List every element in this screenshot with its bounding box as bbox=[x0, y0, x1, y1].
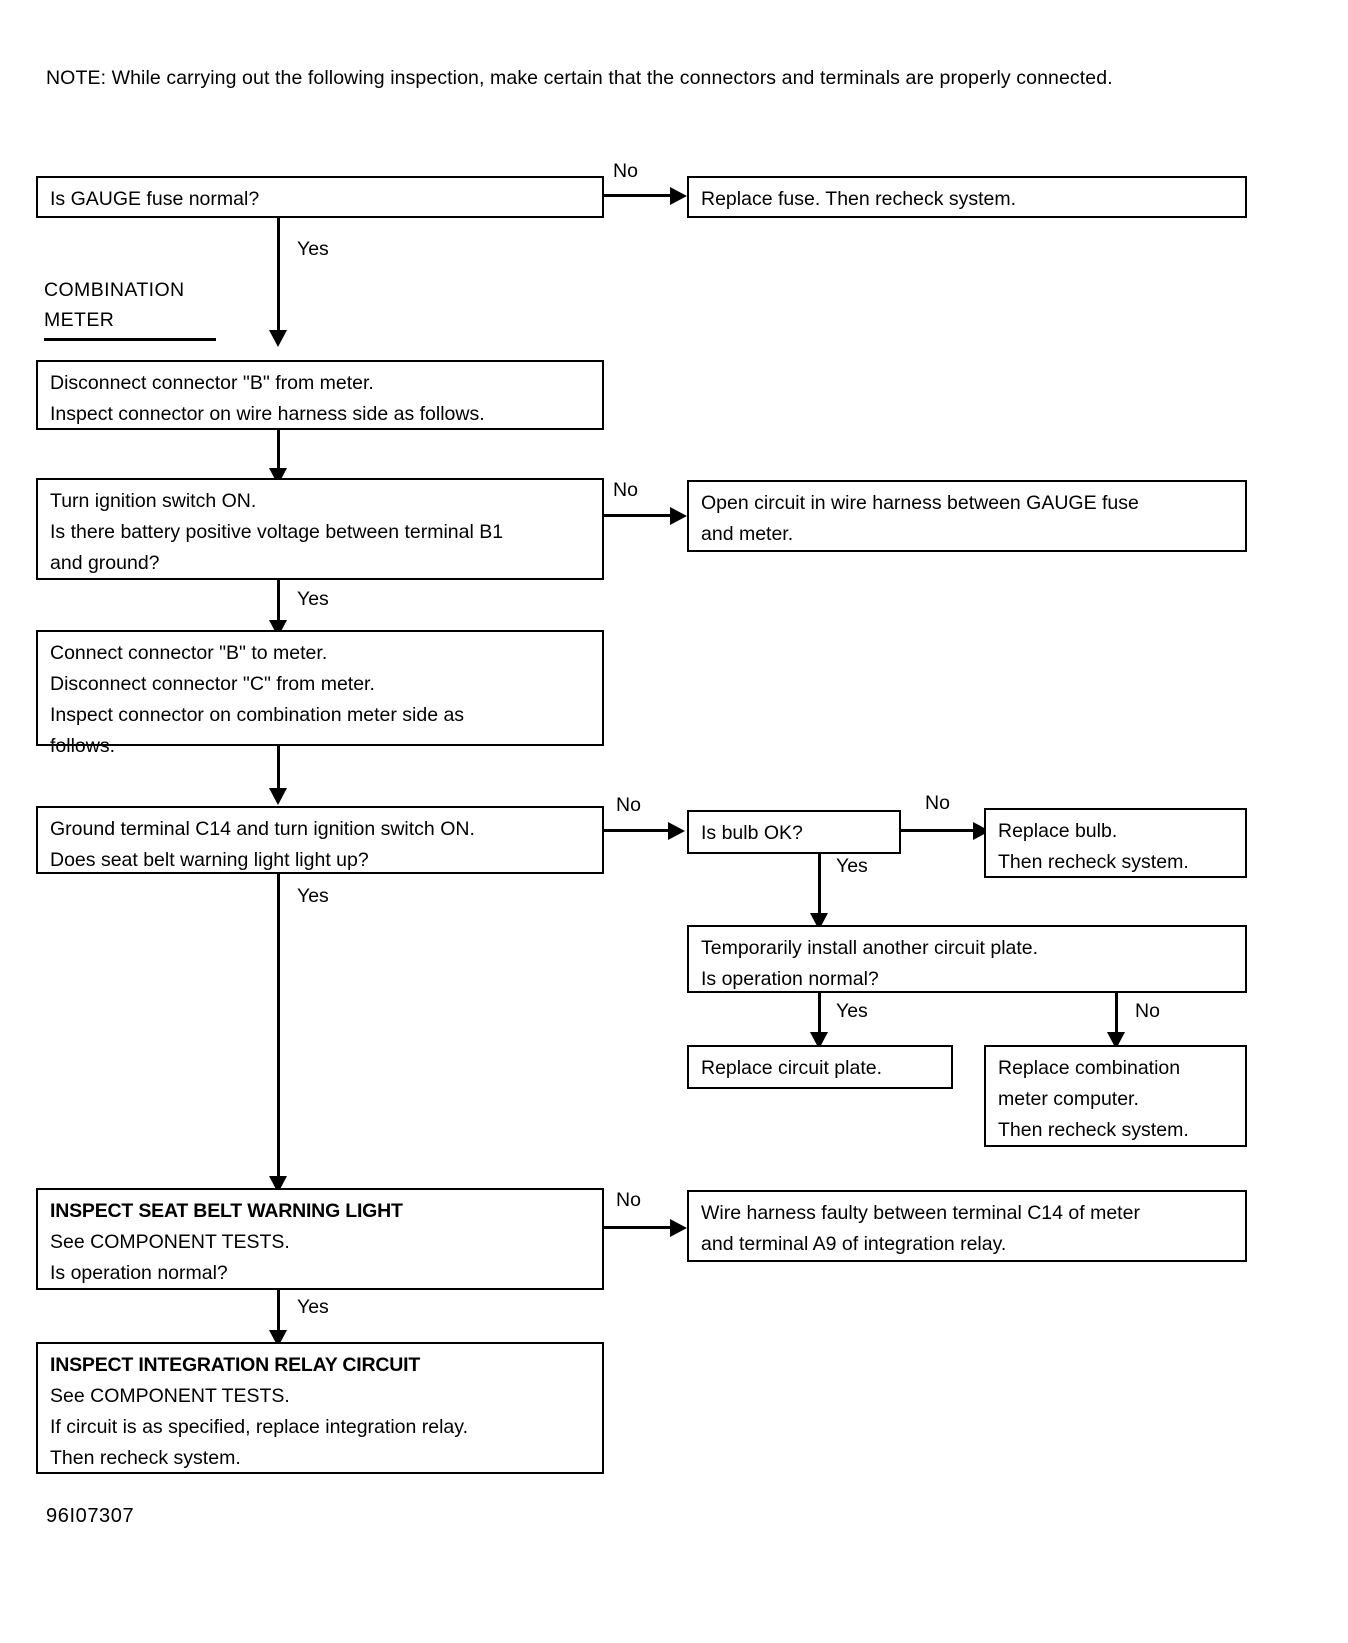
node-inspect-seat-belt-line3: Is operation normal? bbox=[50, 1262, 228, 1284]
node-inspect-integration-relay-line3: If circuit is as specified, replace inte… bbox=[50, 1416, 468, 1438]
node-replace-bulb-line2: Then recheck system. bbox=[998, 851, 1189, 873]
note-text: NOTE: While carrying out the following i… bbox=[46, 67, 1113, 89]
node-ground-c14-line2: Does seat belt warning light light up? bbox=[50, 849, 369, 871]
node-ignition-b1-line3: and ground? bbox=[50, 552, 160, 574]
node-inspect-integration-relay-line2: See COMPONENT TESTS. bbox=[50, 1385, 290, 1407]
arrowhead-down-6 bbox=[810, 1032, 828, 1049]
branch-label-yes-1: Yes bbox=[297, 238, 329, 260]
connector-bulb-to-replace-bulb bbox=[901, 829, 977, 832]
branch-label-yes-4: Yes bbox=[836, 1000, 868, 1022]
node-inspect-seat-belt-line1: INSPECT SEAT BELT WARNING LIGHT bbox=[50, 1200, 403, 1222]
node-bulb-ok-line1: Is bulb OK? bbox=[701, 822, 803, 844]
connector-connect-c-to-ground-c14 bbox=[277, 746, 280, 796]
branch-label-no-2: No bbox=[613, 479, 638, 501]
node-gauge-fuse[interactable]: Is GAUGE fuse normal? bbox=[36, 176, 604, 218]
arrowhead-right-1 bbox=[670, 187, 687, 205]
arrowhead-down-1 bbox=[269, 330, 287, 347]
node-circuit-plate[interactable]: Temporarily install another circuit plat… bbox=[687, 925, 1247, 993]
node-inspect-integration-relay-line4: Then recheck system. bbox=[50, 1447, 241, 1469]
node-replace-meter-computer[interactable]: Replace combination meter computer. Then… bbox=[984, 1045, 1247, 1147]
connector-ground-c14-to-bulb bbox=[604, 829, 672, 832]
node-bulb-ok[interactable]: Is bulb OK? bbox=[687, 810, 901, 854]
branch-label-yes-2: Yes bbox=[297, 588, 329, 610]
node-ground-c14-line1: Ground terminal C14 and turn ignition sw… bbox=[50, 818, 475, 840]
connector-bulb-to-circuit-plate bbox=[818, 854, 821, 922]
arrowhead-down-4 bbox=[269, 788, 287, 805]
node-open-circuit-line1: Open circuit in wire harness between GAU… bbox=[701, 492, 1139, 514]
node-connect-c-line2: Disconnect connector "C" from meter. bbox=[50, 673, 375, 695]
node-disconnect-b-line2: Inspect connector on wire harness side a… bbox=[50, 403, 485, 425]
node-open-circuit[interactable]: Open circuit in wire harness between GAU… bbox=[687, 480, 1247, 552]
node-replace-fuse-line1: Replace fuse. Then recheck system. bbox=[701, 188, 1017, 210]
node-connect-c[interactable]: Connect connector "B" to meter. Disconne… bbox=[36, 630, 604, 757]
node-open-circuit-line2: and meter. bbox=[701, 523, 794, 545]
connector-gauge-to-replace-fuse bbox=[604, 194, 674, 197]
node-replace-bulb-line1: Replace bulb. bbox=[998, 820, 1118, 842]
node-replace-circuit-plate[interactable]: Replace circuit plate. bbox=[687, 1045, 953, 1089]
arrowhead-right-3 bbox=[668, 822, 685, 840]
section-label-combination-meter: COMBINATION METER bbox=[44, 275, 216, 341]
connector-gauge-to-disconnect-b bbox=[277, 218, 280, 338]
branch-label-no-6: No bbox=[616, 1189, 641, 1211]
node-wire-harness-faulty[interactable]: Wire harness faulty between terminal C14… bbox=[687, 1190, 1247, 1262]
node-replace-fuse[interactable]: Replace fuse. Then recheck system. bbox=[687, 176, 1247, 218]
node-circuit-plate-line2: Is operation normal? bbox=[701, 968, 879, 990]
arrowhead-right-5 bbox=[670, 1219, 687, 1237]
branch-label-yes-5: Yes bbox=[297, 885, 329, 907]
connector-seat-belt-to-wire-harness bbox=[604, 1226, 674, 1229]
connector-seat-belt-to-integration-relay bbox=[277, 1290, 280, 1338]
branch-label-no-4: No bbox=[925, 792, 950, 814]
node-replace-meter-computer-line1: Replace combination bbox=[998, 1057, 1181, 1079]
branch-label-yes-3: Yes bbox=[836, 855, 868, 877]
node-inspect-seat-belt[interactable]: INSPECT SEAT BELT WARNING LIGHT See COMP… bbox=[36, 1188, 604, 1290]
branch-label-yes-6: Yes bbox=[297, 1296, 329, 1318]
branch-label-no-3: No bbox=[616, 794, 641, 816]
node-ignition-b1-line2: Is there battery positive voltage betwee… bbox=[50, 521, 504, 543]
node-disconnect-b-line1: Disconnect connector "B" from meter. bbox=[50, 372, 374, 394]
node-wire-harness-faulty-line2: and terminal A9 of integration relay. bbox=[701, 1233, 1007, 1255]
node-wire-harness-faulty-line1: Wire harness faulty between terminal C14… bbox=[701, 1202, 1140, 1224]
node-ground-c14[interactable]: Ground terminal C14 and turn ignition sw… bbox=[36, 806, 604, 874]
node-circuit-plate-line1: Temporarily install another circuit plat… bbox=[701, 937, 1039, 959]
node-replace-circuit-plate-line1: Replace circuit plate. bbox=[701, 1057, 883, 1079]
node-inspect-integration-relay-line1: INSPECT INTEGRATION RELAY CIRCUIT bbox=[50, 1354, 421, 1376]
node-replace-bulb[interactable]: Replace bulb. Then recheck system. bbox=[984, 808, 1247, 878]
section-label-underline bbox=[44, 338, 216, 341]
branch-label-no-5: No bbox=[1135, 1000, 1160, 1022]
connector-ground-c14-to-inspect-seat-belt bbox=[277, 874, 280, 1184]
node-inspect-integration-relay[interactable]: INSPECT INTEGRATION RELAY CIRCUIT See CO… bbox=[36, 1342, 604, 1474]
arrowhead-right-2 bbox=[670, 507, 687, 525]
node-connect-c-line1: Connect connector "B" to meter. bbox=[50, 642, 328, 664]
section-label-line1: COMBINATION bbox=[44, 279, 185, 301]
node-gauge-fuse-line1: Is GAUGE fuse normal? bbox=[50, 188, 260, 210]
node-ignition-b1[interactable]: Turn ignition switch ON. Is there batter… bbox=[36, 478, 604, 580]
connector-disconnect-b-to-ignition bbox=[277, 430, 280, 476]
drawing-code: 96I07307 bbox=[46, 1505, 135, 1527]
section-label-line2: METER bbox=[44, 309, 115, 331]
node-connect-c-line3: Inspect connector on combination meter s… bbox=[50, 704, 465, 726]
node-connect-c-line4: follows. bbox=[50, 735, 116, 757]
connector-circuit-plate-yes bbox=[818, 993, 821, 1041]
branch-label-no-1: No bbox=[613, 160, 638, 182]
connector-ignition-to-connect-c bbox=[277, 580, 280, 628]
node-ignition-b1-line1: Turn ignition switch ON. bbox=[50, 490, 257, 512]
node-disconnect-b[interactable]: Disconnect connector "B" from meter. Ins… bbox=[36, 360, 604, 430]
connector-circuit-plate-no bbox=[1115, 993, 1118, 1041]
connector-ignition-to-open-circuit bbox=[604, 514, 674, 517]
node-inspect-seat-belt-line2: See COMPONENT TESTS. bbox=[50, 1231, 290, 1253]
arrowhead-down-7 bbox=[1107, 1032, 1125, 1049]
node-replace-meter-computer-line2: meter computer. bbox=[998, 1088, 1139, 1110]
node-replace-meter-computer-line3: Then recheck system. bbox=[998, 1119, 1189, 1141]
